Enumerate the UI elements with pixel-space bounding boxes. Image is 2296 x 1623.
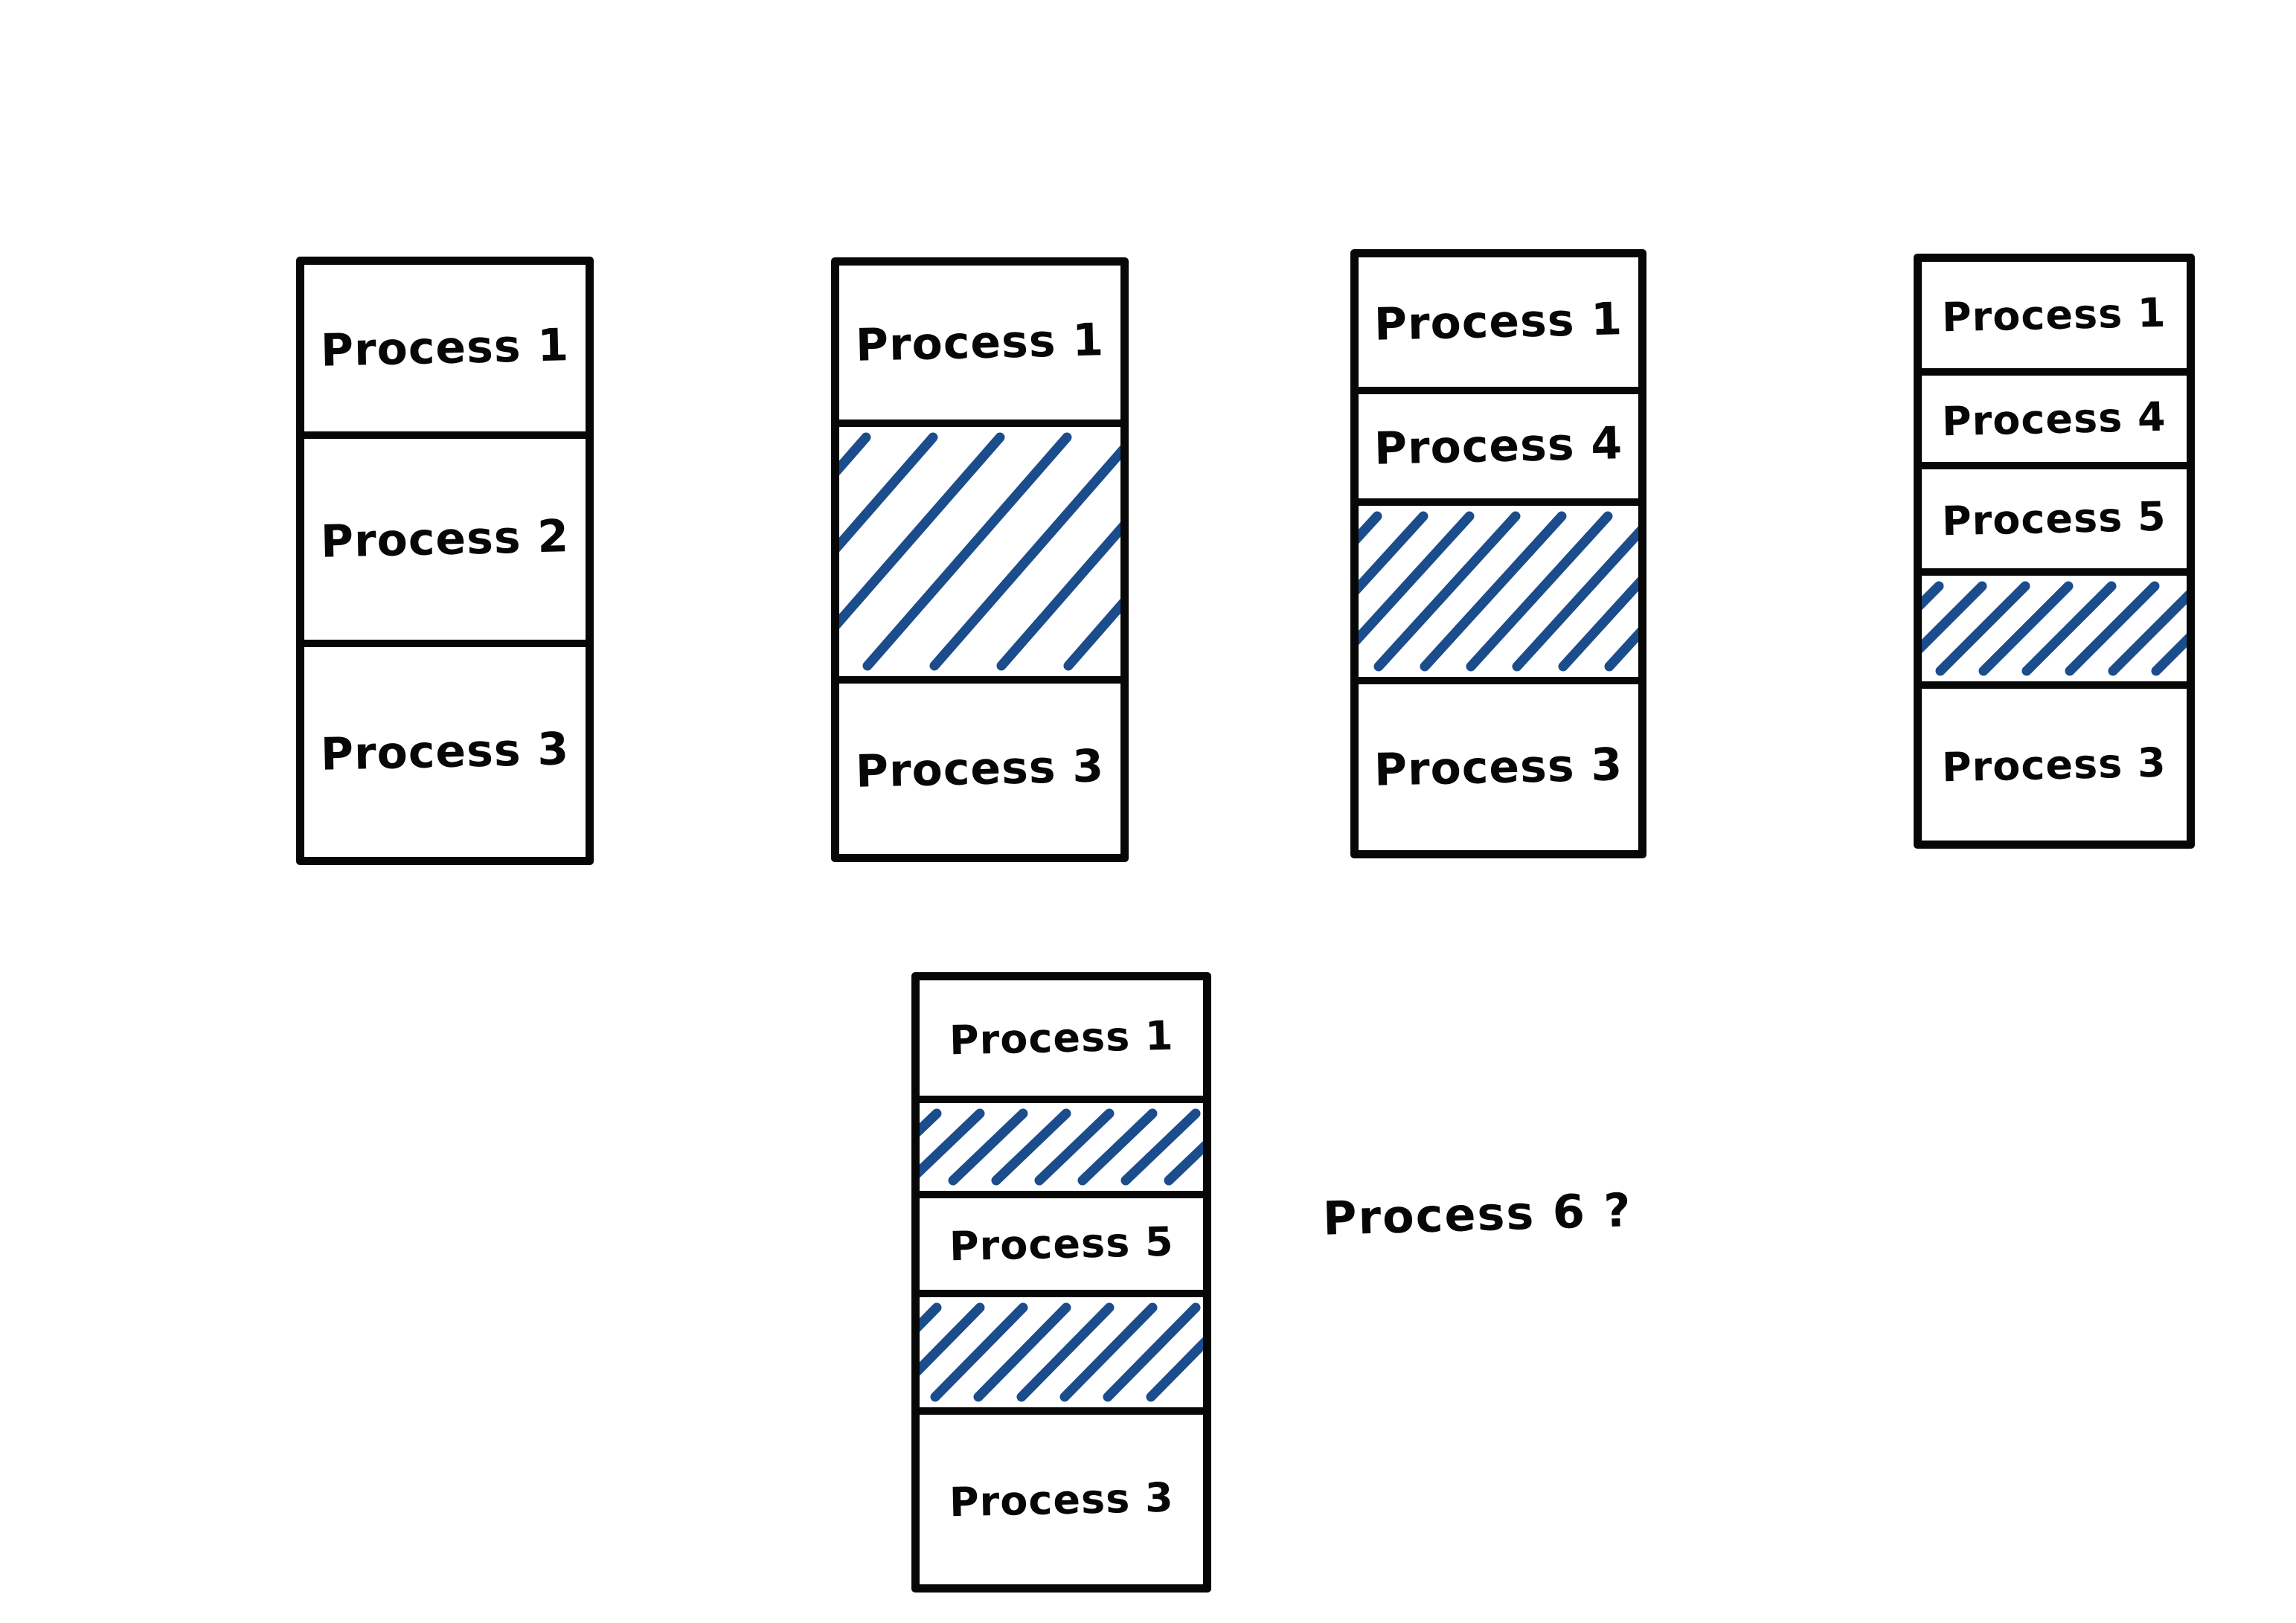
process-label: Process 1 <box>1941 289 2167 341</box>
process-label: Process 3 <box>949 1473 1174 1526</box>
diagonal-hatch-strokes <box>920 1302 1203 1402</box>
process-segment: Process 3 <box>1922 681 2187 841</box>
diagonal-hatch-strokes <box>839 432 1120 671</box>
free-space-hatched-segment <box>920 1290 1203 1407</box>
process-segment: Process 4 <box>1922 368 2187 462</box>
process-label: Process 1 <box>855 313 1105 372</box>
free-space-hatched-segment <box>1359 498 1638 677</box>
process-segment: Process 5 <box>1922 462 2187 568</box>
diagonal-hatch-strokes <box>920 1108 1203 1186</box>
process-label: Process 5 <box>949 1218 1174 1270</box>
diagonal-hatch-strokes <box>1359 511 1638 672</box>
process-label: Process 3 <box>1373 738 1623 797</box>
free-space-hatched-segment <box>920 1096 1203 1191</box>
memory-diagram-state-2: Process 1 Process 3 <box>831 257 1129 862</box>
process-segment: Process 1 <box>1359 257 1638 387</box>
process-segment: Process 4 <box>1359 387 1638 498</box>
memory-diagram-state-1: Process 1 Process 2 Process 3 <box>296 257 594 865</box>
process-label: Process 4 <box>1373 417 1623 475</box>
process-segment: Process 5 <box>920 1191 1203 1290</box>
process-segment: Process 3 <box>920 1407 1203 1584</box>
process-segment: Process 3 <box>839 676 1120 854</box>
memory-diagram-state-3: Process 1 Process 4 Process 3 <box>1350 249 1646 858</box>
process-segment: Process 2 <box>304 431 586 640</box>
memory-diagram-state-4: Process 1 Process 4 Process 5 Process 3 <box>1914 254 2195 849</box>
process-label: Process 3 <box>1941 739 2167 791</box>
process-segment: Process 1 <box>304 265 586 431</box>
process-label: Process 2 <box>320 510 570 568</box>
process-segment: Process 1 <box>839 266 1120 420</box>
process-label: Process 1 <box>1373 293 1623 351</box>
process-6-question-label: Process 6 ? <box>1322 1183 1633 1246</box>
process-label: Process 5 <box>1941 492 2167 545</box>
diagonal-hatch-strokes <box>1922 581 2187 676</box>
free-space-hatched-segment <box>1922 568 2187 681</box>
process-segment: Process 3 <box>1359 677 1638 850</box>
process-label: Process 1 <box>320 319 570 377</box>
process-segment: Process 3 <box>304 640 586 857</box>
process-segment: Process 1 <box>1922 262 2187 368</box>
memory-diagram-state-5: Process 1 Process 5 Process 3 <box>911 972 1211 1593</box>
process-label: Process 3 <box>855 739 1105 798</box>
free-space-hatched-segment <box>839 420 1120 676</box>
process-label: Process 4 <box>1941 393 2167 445</box>
process-label: Process 3 <box>320 723 570 781</box>
process-label: Process 1 <box>949 1012 1174 1064</box>
process-segment: Process 1 <box>920 980 1203 1096</box>
